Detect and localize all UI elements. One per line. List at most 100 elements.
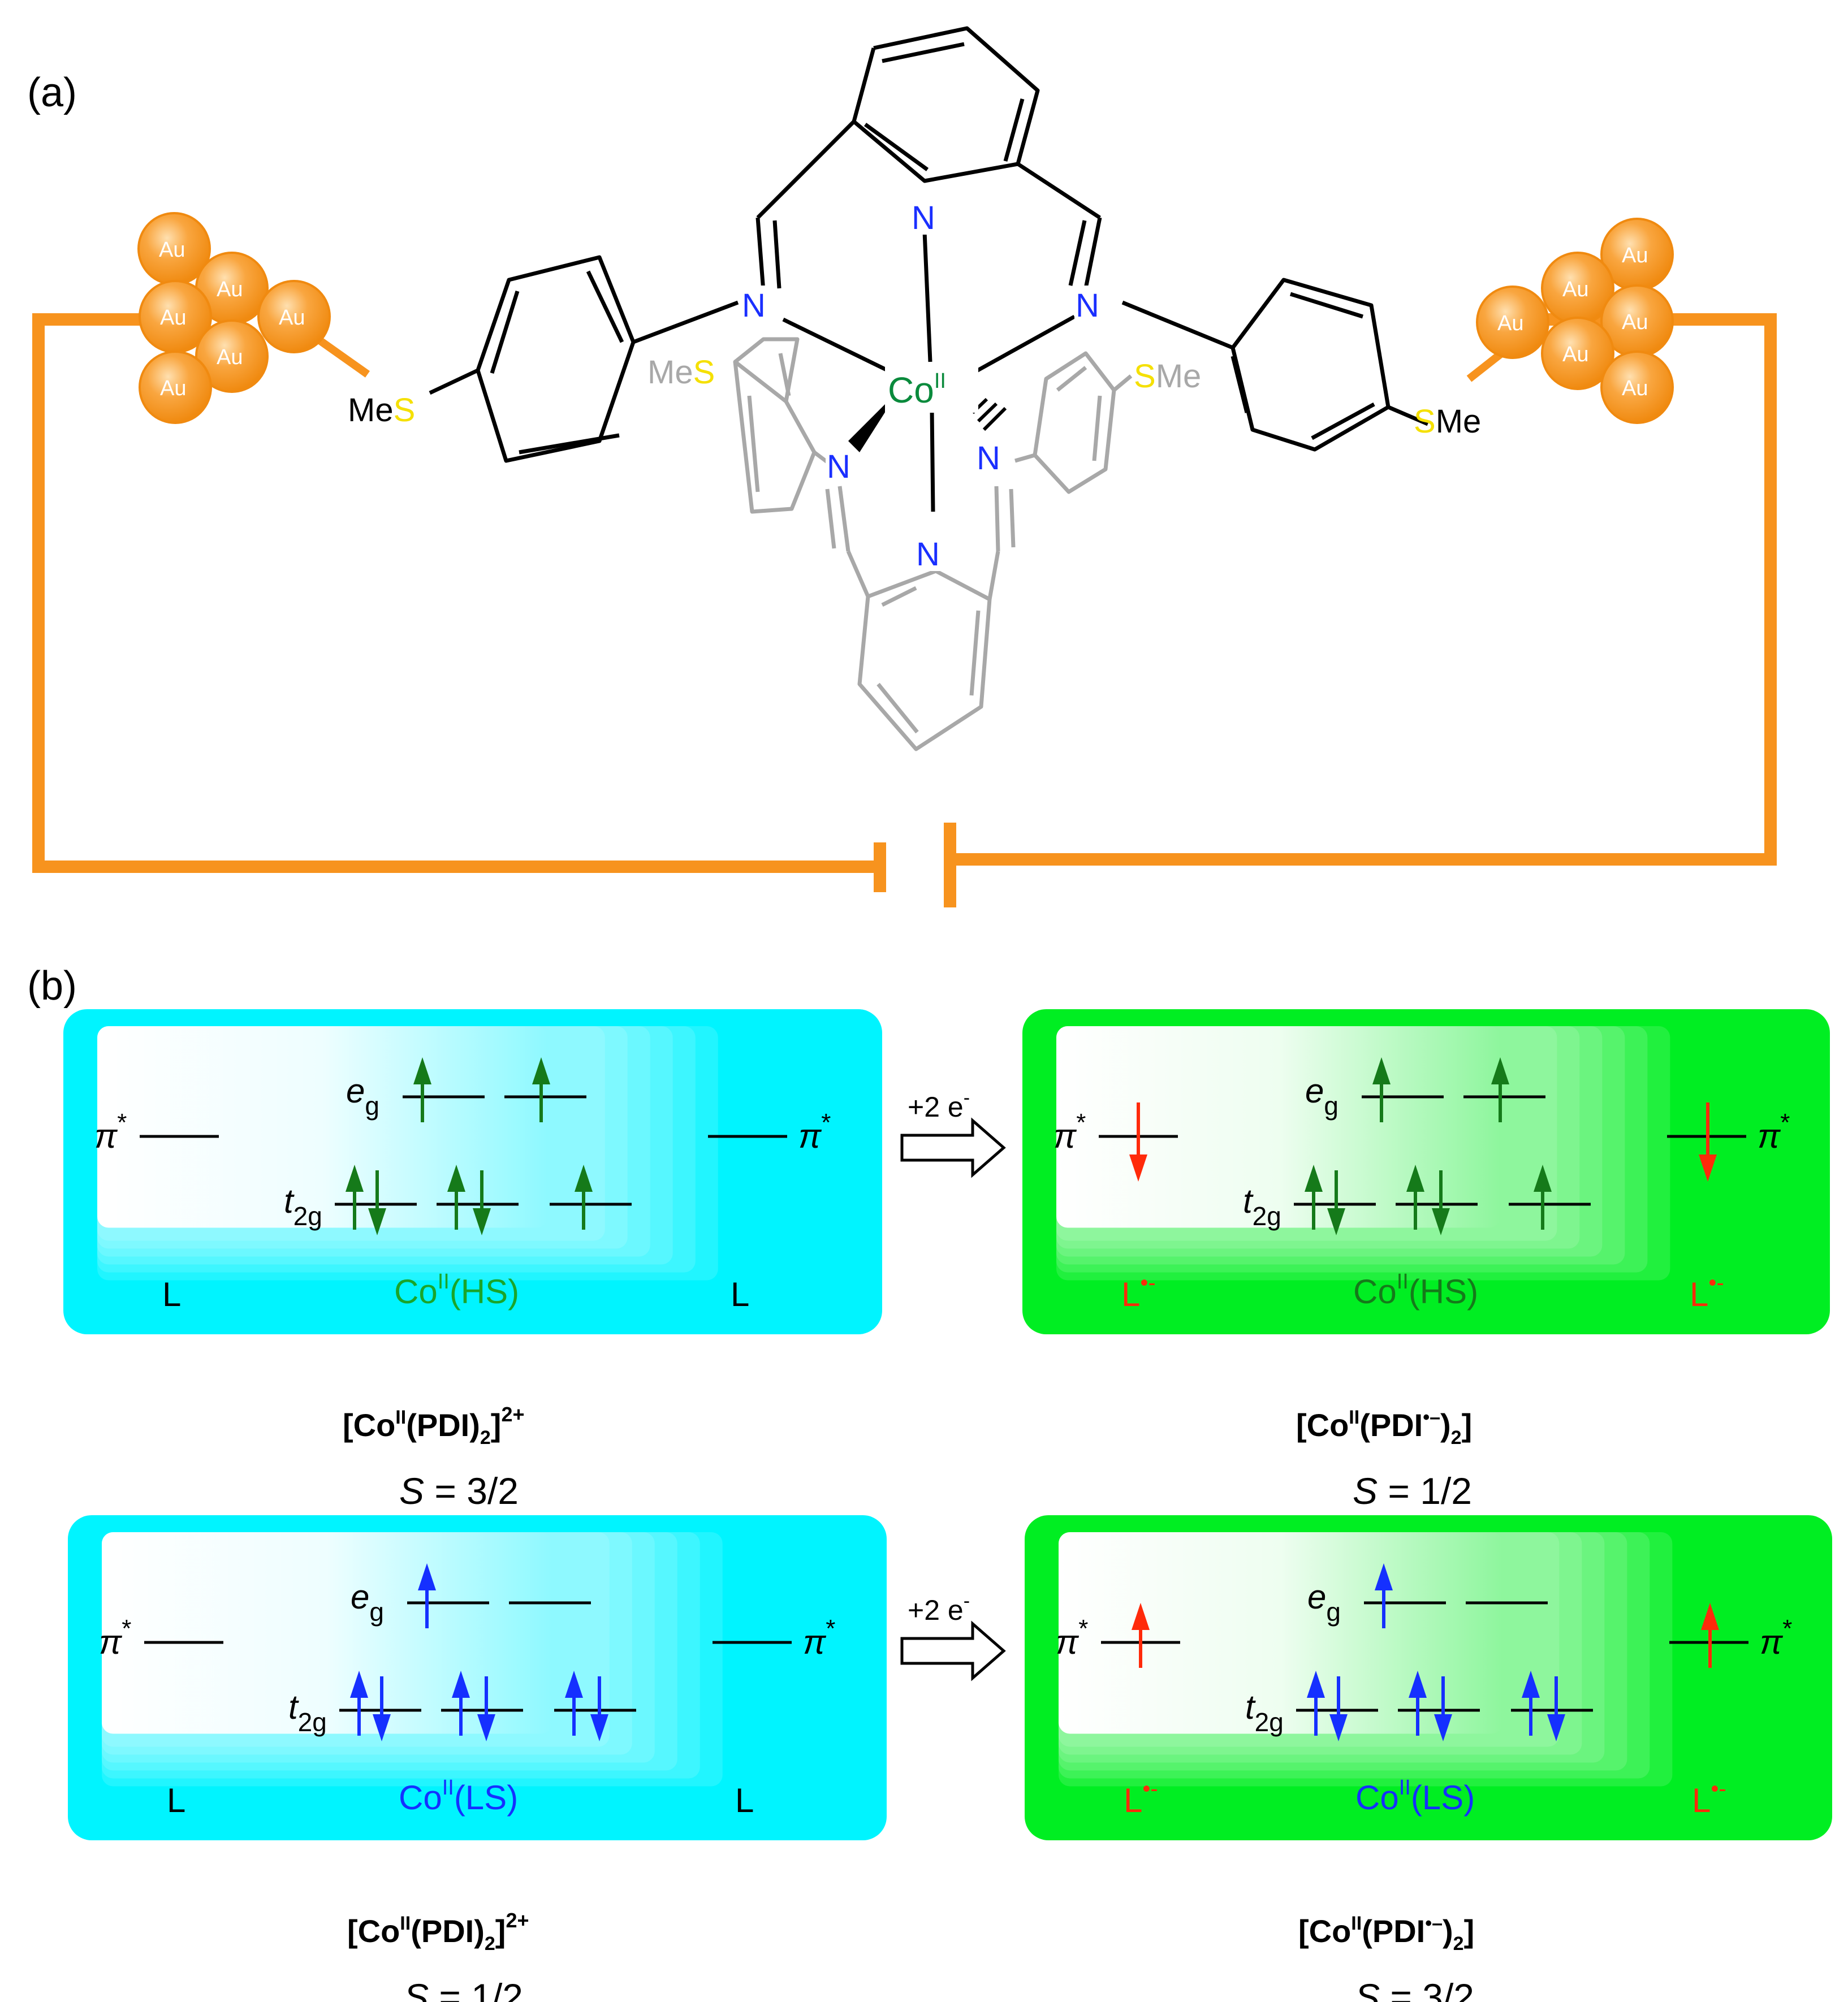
gold-atom-label: Au — [1562, 278, 1588, 301]
ligand-label-right: L•- — [1692, 1776, 1726, 1819]
orbital-diagrams: eg t2g π* π* L L CoII(HS) [CoII(PDI)2]2+ S = 3/2… — [63, 1009, 1832, 2002]
gold-atom: Au — [195, 319, 269, 393]
cobalt-spin-state-label: CoII(HS) — [1353, 1270, 1478, 1311]
gold-atom: Au — [139, 351, 212, 424]
eg-label: eg — [1305, 1072, 1338, 1121]
gold-atom-label: Au — [279, 306, 305, 330]
t2g-label: t2g — [288, 1688, 327, 1737]
gold-atom-label: Au — [217, 345, 243, 369]
spin-arrow — [1132, 1603, 1150, 1668]
reduction-label: +2 e- — [908, 1087, 970, 1123]
gold-atom-label: Au — [1622, 377, 1648, 400]
complex-formula: [CoII(PDI•–)2] — [1296, 1407, 1472, 1448]
cobalt-spin-state-label: CoII(HS) — [394, 1270, 519, 1311]
gold-atom: Au — [137, 212, 211, 286]
reduction-arrow: +2 e- — [900, 1087, 1006, 1178]
atom-n-left: N — [742, 287, 766, 324]
atom-labels: N N N N N N CoII MeS MeS SMe SMe — [348, 198, 1481, 573]
t2g-label: t2g — [1245, 1688, 1284, 1737]
spin-arrow — [532, 1057, 550, 1122]
spin-arrow — [1327, 1170, 1345, 1235]
complex-formula: [CoII(PDI)2]2+ — [343, 1403, 524, 1448]
spin-arrow — [575, 1165, 593, 1230]
spin-multiplicity: S = 1/2 — [404, 1976, 523, 2002]
atom-n-back-left: N — [827, 448, 850, 485]
panel-label-b: (b) — [27, 963, 77, 1009]
pdi-ligand-front — [429, 26, 1429, 512]
spin-arrow — [1406, 1165, 1424, 1230]
spin-arrow — [590, 1676, 608, 1741]
cobalt-spin-state-label: CoII(LS) — [399, 1776, 518, 1817]
pi-label-right: π* — [1760, 1615, 1792, 1661]
spin-arrow — [447, 1165, 465, 1230]
atom-n-right: N — [1076, 287, 1099, 324]
cobalt-spin-state-label: CoII(LS) — [1355, 1776, 1475, 1817]
spin-arrow — [1372, 1057, 1391, 1122]
methylthio-left: MeS — [348, 392, 415, 429]
spin-arrow — [1701, 1603, 1719, 1668]
spin-arrow — [452, 1671, 470, 1736]
spin-arrow — [1547, 1676, 1565, 1741]
gold-atom: Au — [1600, 284, 1674, 358]
reduction-label: +2 e- — [908, 1590, 970, 1626]
gold-atom: Au — [139, 280, 212, 353]
pi-label-left: π* — [1053, 1109, 1086, 1155]
spin-multiplicity: S = 3/2 — [1355, 1976, 1474, 2002]
reduction-arrow: +2 e- — [900, 1590, 1006, 1681]
spin-arrow — [1307, 1671, 1325, 1736]
gold-atom-label: Au — [160, 306, 186, 330]
spin-arrow — [413, 1057, 431, 1122]
spin-arrow — [1534, 1165, 1552, 1230]
t2g-label: t2g — [284, 1182, 322, 1231]
complex-formula: [CoII(PDI)2]2+ — [347, 1909, 529, 1955]
panel-label-a: (a) — [27, 70, 77, 115]
gold-atom-label: Au — [1622, 244, 1648, 267]
cobalt-center: CoII — [888, 369, 946, 410]
methylthio-right: SMe — [1414, 403, 1481, 440]
gold-atom-label: Au — [159, 238, 185, 262]
gold-atom: Au — [1600, 351, 1674, 424]
spin-arrow — [418, 1563, 436, 1628]
gold-atom: Au — [257, 280, 331, 353]
gold-atom-label: Au — [1497, 312, 1523, 335]
ligand-label-left: L — [162, 1275, 181, 1313]
pi-label-right: π* — [803, 1615, 835, 1661]
atom-n-bottom: N — [916, 536, 940, 573]
spin-multiplicity: S = 1/2 — [1353, 1470, 1472, 1512]
methylthio-back-right: SMe — [1134, 358, 1201, 395]
ligand-label-right: L — [731, 1275, 749, 1313]
spin-arrow — [1409, 1671, 1427, 1736]
complex-formula: [CoII(PDI•–)2] — [1298, 1913, 1474, 1955]
spin-arrow — [1434, 1676, 1452, 1741]
gold-atom-label: Au — [1622, 310, 1648, 334]
gold-atom-label: Au — [1562, 343, 1588, 366]
spin-arrow — [1522, 1671, 1540, 1736]
eg-label: eg — [351, 1578, 384, 1627]
ligand-label-right: L — [735, 1782, 754, 1819]
ligand-label-left: L•- — [1121, 1270, 1156, 1313]
ligand-label-left: L — [167, 1782, 185, 1819]
eg-label: eg — [1307, 1578, 1341, 1627]
spin-multiplicity: S = 3/2 — [399, 1470, 519, 1512]
gold-atom: Au — [1541, 317, 1614, 390]
pi-label-right: π* — [1758, 1109, 1790, 1155]
spin-arrow — [373, 1676, 391, 1741]
spin-arrow — [368, 1170, 386, 1235]
pi-label-right: π* — [798, 1109, 831, 1155]
atom-n-top: N — [912, 200, 935, 236]
gold-atom-label: Au — [160, 377, 186, 400]
spin-arrow — [1305, 1165, 1323, 1230]
gold-atom: Au — [1476, 286, 1549, 359]
spin-arrow — [1432, 1170, 1450, 1235]
spin-arrow — [1329, 1676, 1348, 1741]
spin-arrow — [473, 1170, 491, 1235]
spin-arrow — [346, 1165, 364, 1230]
eg-label: eg — [346, 1072, 379, 1121]
